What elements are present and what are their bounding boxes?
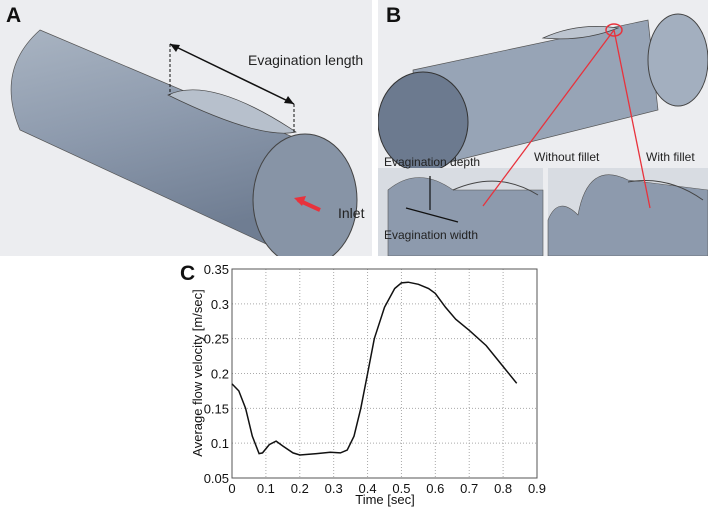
x-tick-label: 0.1	[257, 481, 275, 496]
plot-frame	[231, 268, 538, 479]
y-tick-label: 0.15	[204, 401, 229, 416]
y-axis-label: Average flow velocity [m/sec]	[190, 289, 205, 456]
inlet-label: Inlet	[338, 205, 365, 221]
panel-c-label: C	[180, 262, 196, 285]
cylinder-a-drawing	[10, 29, 358, 267]
x-tick-label: 0.8	[494, 481, 512, 496]
velocity-series-line	[231, 281, 518, 456]
cylinder-b-drawing	[377, 13, 709, 257]
x-tick-label: 0.9	[528, 481, 546, 496]
x-tick-label: 0.5	[392, 481, 410, 496]
evagination-depth-label: Evagination depth	[384, 155, 481, 169]
x-tick-label: 0.4	[359, 481, 377, 496]
panel-a-label: A	[6, 4, 22, 27]
panel-b: B Evagination depth Evagination width Wi…	[377, 0, 709, 257]
y-tick-label: 0.1	[211, 436, 229, 451]
y-tick-label: 0.05	[204, 471, 229, 486]
y-tick-label: 0.3	[211, 297, 229, 312]
panel-a: A Evagination length Inlet	[0, 0, 372, 267]
x-tick-label: 0.2	[291, 481, 309, 496]
x-tick-label: 0.3	[325, 481, 343, 496]
with-fillet-label: With fillet	[646, 150, 695, 164]
evagination-length-label: Evagination length	[248, 52, 364, 68]
panel-b-label: B	[386, 4, 402, 27]
evagination-width-label: Evagination width	[384, 228, 479, 242]
y-tick-label: 0.35	[204, 262, 229, 277]
y-tick-label: 0.25	[204, 332, 229, 347]
without-fillet-label: Without fillet	[534, 150, 600, 164]
x-axis-label: Time [sec]	[355, 492, 414, 507]
x-tick-label: 0.7	[460, 481, 478, 496]
y-tick-label: 0.2	[211, 367, 229, 382]
x-tick-label: 0.6	[426, 481, 444, 496]
x-tick-label: 0	[228, 481, 235, 496]
